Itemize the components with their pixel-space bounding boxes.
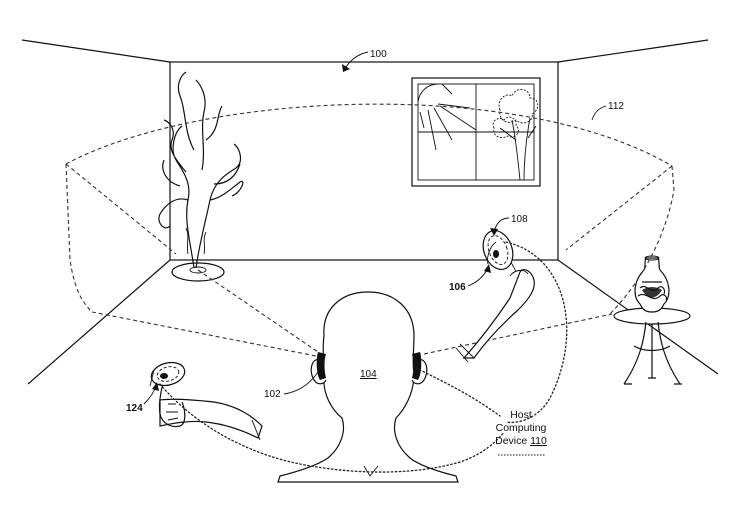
floor-edge-left: [28, 260, 170, 384]
host-computing-device[interactable]: Host Computing Device 110: [495, 409, 547, 455]
label-user: 104: [360, 369, 377, 380]
ceiling-edge-left: [22, 40, 170, 62]
fov-ray-right-floor: [424, 314, 612, 354]
controller-right-ring: [478, 226, 518, 273]
fov-ray-sculpture: [198, 270, 318, 352]
sculpture-base: [172, 263, 224, 281]
sculpture-body: [159, 72, 243, 268]
fov-ray-left-floor: [92, 312, 316, 356]
side-table: [614, 256, 690, 384]
fov-inner-left: [66, 164, 176, 254]
ceiling-edge-right: [558, 40, 708, 62]
link-headset-host: [416, 368, 500, 416]
fov-left-edge: [66, 164, 92, 312]
host-label-line3: Device 110: [495, 435, 547, 447]
label-room: 100: [370, 49, 387, 60]
user-head: [278, 292, 458, 482]
controller-left[interactable]: [149, 359, 188, 389]
label-controller-left: 124: [126, 403, 143, 414]
vase: [635, 258, 669, 312]
label-host-number: 110: [530, 435, 547, 447]
sun-icon: [418, 84, 438, 102]
label-headset: 102: [264, 389, 281, 400]
back-wall: [170, 62, 558, 260]
fov-top-curve: [66, 104, 672, 166]
host-label-line1: Host: [510, 409, 532, 421]
label-controller-right-sensor: 108: [511, 214, 528, 225]
host-label-line2: Computing: [496, 422, 547, 434]
label-field-of-view: 112: [608, 101, 624, 112]
fov-inner-right: [566, 166, 672, 250]
table-legs: [624, 322, 682, 384]
label-controller-right: 106: [449, 282, 466, 293]
sun-rays: [420, 84, 476, 150]
controller-left-ring: [149, 359, 188, 389]
controller-right-button: [493, 250, 499, 258]
tree-icon: [493, 89, 538, 180]
controller-right[interactable]: [478, 226, 518, 273]
controller-left-button: [160, 373, 168, 379]
user: [278, 292, 458, 482]
window: [412, 78, 540, 186]
